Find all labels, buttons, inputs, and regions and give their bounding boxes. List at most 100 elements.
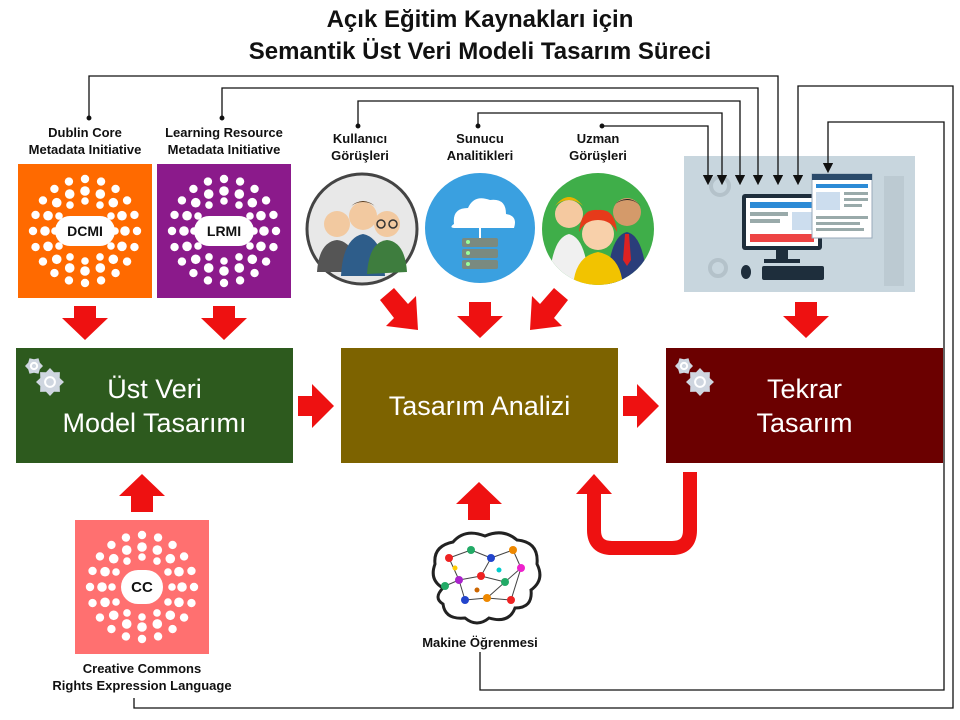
arrow-design-to-analysis: [298, 384, 334, 428]
logo-dot: [55, 242, 63, 250]
gear-shape: [25, 358, 43, 374]
cc-label-line2: Rights Expression Language: [52, 678, 232, 693]
logo-dot: [120, 226, 130, 236]
logo-dot: [165, 610, 176, 621]
logo-dot: [64, 276, 74, 285]
logo-dot: [261, 257, 271, 266]
logo-dot: [43, 241, 53, 252]
logo-dot: [189, 184, 198, 194]
dcmi-tile: DCMI: [18, 164, 152, 298]
logo-dot: [81, 197, 89, 205]
arrow-ml-up: [456, 482, 502, 520]
brain-network-icon: [431, 531, 542, 625]
gear-hole: [44, 376, 56, 388]
logo-dot: [50, 184, 59, 194]
arrow-feedback-loop: [587, 472, 697, 555]
logo-dot: [107, 540, 116, 550]
logo-dot: [31, 242, 40, 252]
logo-dot: [88, 566, 97, 576]
logo-dot: [153, 632, 163, 641]
logo-dot: [122, 257, 132, 266]
logo-dot: [220, 257, 228, 265]
logo-dot: [203, 276, 213, 285]
logo-dot: [235, 276, 245, 285]
logo-dot: [50, 268, 59, 278]
logo-dot: [219, 266, 229, 276]
logo-dot: [107, 242, 115, 250]
logo-dot: [269, 210, 278, 220]
logo-dot: [261, 196, 271, 205]
connector-experts: [602, 125, 714, 186]
dcmi-dots-icon: [28, 174, 142, 288]
logo-dot: [234, 189, 245, 199]
logo-dot: [100, 566, 110, 577]
logo-dot: [179, 226, 189, 236]
logo-dot: [132, 226, 142, 236]
users-group-icon: [305, 172, 419, 286]
logo-dot: [121, 619, 132, 629]
logo-dot: [40, 226, 50, 236]
logo-dot: [38, 257, 48, 266]
logo-dot: [138, 613, 146, 621]
logo-dot: [95, 189, 106, 199]
logo-dot: [137, 622, 147, 632]
arrow-experts-diag: [530, 288, 568, 330]
logo-dot: [80, 266, 90, 276]
logo-dot: [235, 253, 243, 261]
arrow-users-diag: [380, 288, 418, 330]
server-label-line1: Sunucu: [456, 131, 504, 146]
logo-dot: [203, 189, 214, 199]
dcmi-label-line2: Metadata Initiative: [28, 142, 142, 157]
logo-dot: [168, 583, 176, 591]
logo-dot: [64, 189, 75, 199]
logo-dot: [43, 210, 53, 221]
logo-dot: [96, 201, 104, 209]
logo-dot: [108, 610, 119, 621]
logo-dot: [269, 242, 278, 252]
stage-design-analysis: Tasarım Analizi: [341, 348, 618, 463]
logo-dot: [64, 263, 75, 273]
logo-dot: [179, 613, 189, 622]
logo-dot: [137, 542, 147, 552]
logo-dot: [121, 632, 131, 641]
gears-icon: [25, 358, 64, 396]
gear-hole: [679, 361, 689, 371]
connector-cc: [133, 85, 954, 709]
logo-dot: [96, 177, 106, 186]
logo-dot: [250, 268, 259, 278]
gear-hole: [694, 376, 706, 388]
gear-hole: [29, 361, 39, 371]
cc-label: Creative Commons Rights Expression Langu…: [20, 660, 264, 694]
logo-dot: [177, 196, 187, 205]
logo-dot: [219, 186, 229, 196]
logo-dot: [66, 253, 74, 261]
cc-label-line1: Creative Commons: [82, 661, 202, 676]
logo-dot: [174, 566, 184, 577]
logo-dot: [112, 598, 120, 606]
logo-dot: [190, 197, 201, 208]
connector-dcmi: [88, 75, 784, 186]
logo-dot: [205, 253, 213, 261]
gears-icon: [675, 358, 714, 396]
dcmi-label: Dublin Core Metadata Initiative: [15, 124, 155, 158]
connector-server: [477, 112, 728, 186]
connector-users: [357, 100, 746, 186]
logo-dot: [95, 263, 106, 273]
logo-dot: [256, 241, 266, 252]
logo-dot: [138, 553, 146, 561]
arrow-lrmi-down: [201, 306, 247, 340]
logo-dot: [219, 278, 229, 288]
logo-dot: [100, 597, 110, 608]
lrmi-tile: LRMI: [157, 164, 291, 298]
logo-dot: [28, 226, 38, 236]
logo-dot: [153, 557, 161, 565]
logo-dot: [137, 530, 147, 540]
logo-dot: [51, 254, 62, 265]
dcmi-label-line1: Dublin Core: [48, 125, 122, 140]
logo-dot: [97, 582, 107, 592]
experts-label: Uzman Görüşleri: [548, 130, 648, 164]
server-label: Sunucu Analitikleri: [430, 130, 530, 164]
logo-dot: [108, 197, 119, 208]
logo-dot: [108, 583, 116, 591]
arrow-dcmi-down: [62, 306, 108, 340]
